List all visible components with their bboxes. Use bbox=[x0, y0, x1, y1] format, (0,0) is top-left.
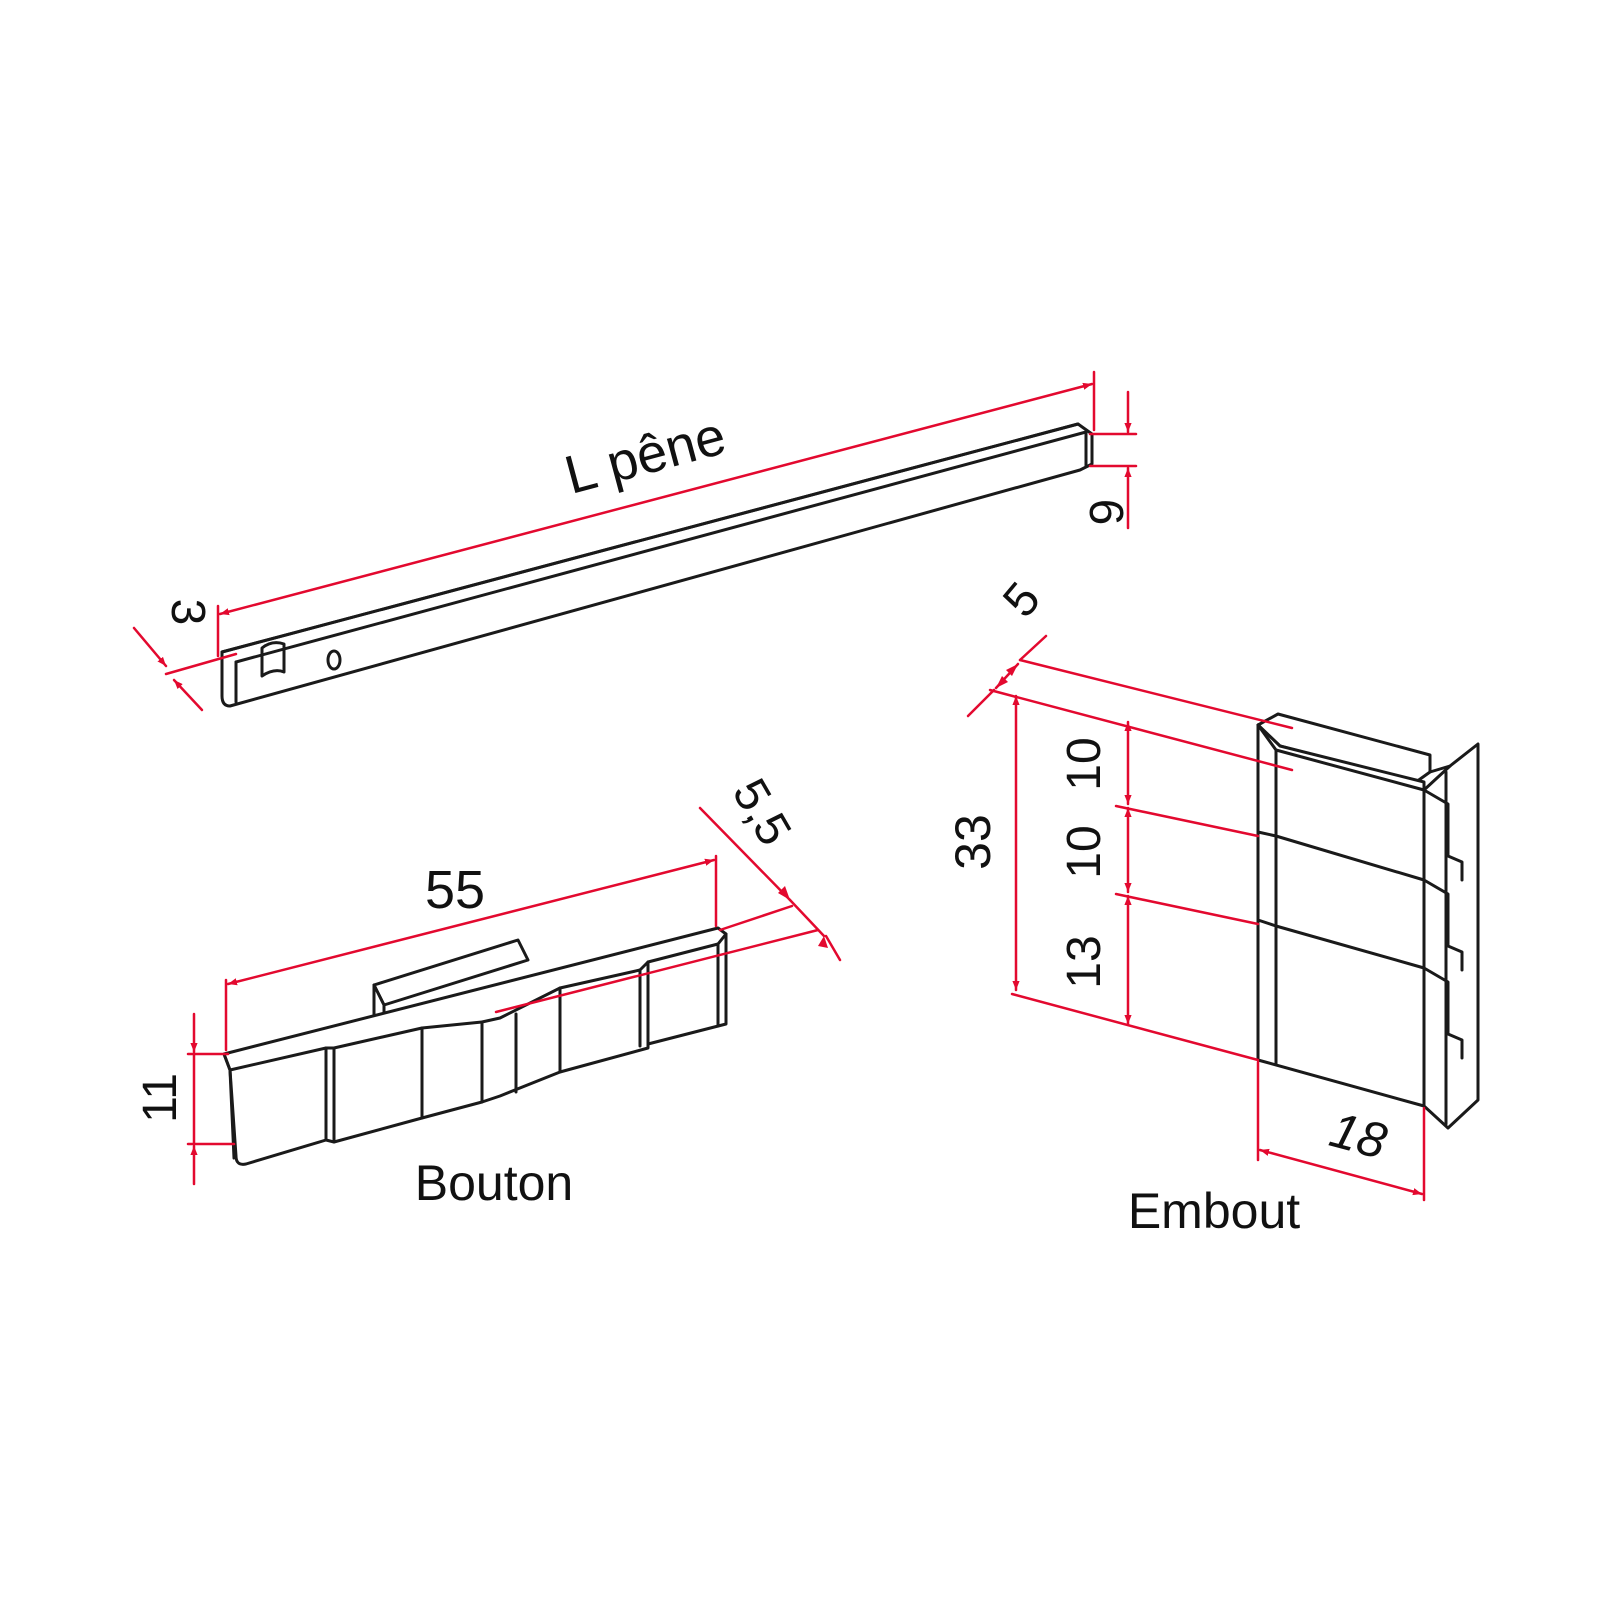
embout-caption: Embout bbox=[1128, 1183, 1300, 1239]
embout-seg-mid-label: 10 bbox=[1058, 825, 1111, 878]
pene-length-label: L pêne bbox=[559, 406, 732, 506]
embout-part bbox=[1256, 712, 1480, 1130]
pene-height-dimension: 6 bbox=[1079, 390, 1138, 530]
bouton-length-label: 55 bbox=[425, 860, 485, 920]
embout-height-label: 33 bbox=[945, 814, 1001, 870]
bouton-height-dimension: 11 bbox=[134, 1012, 236, 1186]
pene-length-dimension: L pêne bbox=[216, 370, 1096, 658]
embout-segment-dimensions: 10 10 13 bbox=[1058, 720, 1260, 1026]
bouton-length-dimension: 55 bbox=[224, 854, 718, 1052]
embout-thickness-label: 5 bbox=[993, 573, 1051, 628]
bouton-part bbox=[222, 926, 728, 1166]
pene-thickness-label: 3 bbox=[161, 599, 214, 626]
pene-thickness-dimension: 3 bbox=[132, 599, 238, 712]
bouton-height-label: 11 bbox=[134, 1073, 187, 1123]
bouton-caption: Bouton bbox=[415, 1155, 573, 1211]
embout-seg-bottom-label: 13 bbox=[1058, 935, 1111, 988]
pene-height-label: 6 bbox=[1079, 499, 1132, 526]
embout-seg-top-label: 10 bbox=[1058, 737, 1111, 790]
embout-width-label: 18 bbox=[1324, 1101, 1392, 1170]
embout-height-dimension: 33 bbox=[945, 694, 1260, 1062]
